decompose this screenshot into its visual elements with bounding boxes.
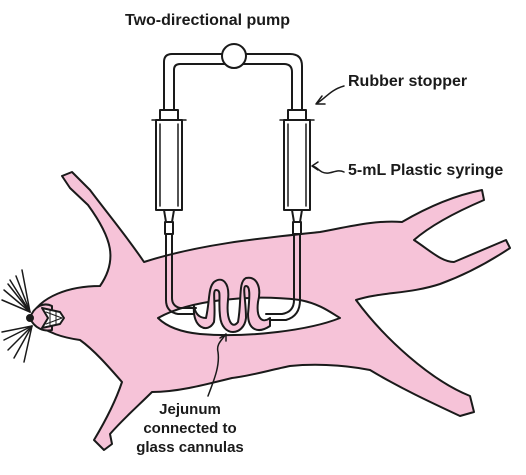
- left-syringe-tip: [164, 210, 174, 222]
- jejunum-label-line-3: glass cannulas: [130, 438, 250, 457]
- jejunum-label: Jejunum connected to glass cannulas: [130, 400, 250, 457]
- right-rubber-stopper: [288, 110, 306, 120]
- syringe-leader: [312, 162, 344, 173]
- jejunum-label-line-2: connected to: [130, 419, 250, 438]
- rat-nose: [27, 315, 33, 321]
- stopper-label: Rubber stopper: [348, 73, 467, 91]
- right-syringe-tip: [292, 210, 302, 222]
- left-rubber-stopper: [160, 110, 178, 120]
- jejunum-label-line-1: Jejunum: [130, 400, 250, 419]
- pump-label: Two-directional pump: [125, 12, 290, 30]
- stopper-leader: [316, 86, 344, 104]
- pump-tubing-inner: [174, 64, 292, 118]
- syringe-label: 5-mL Plastic syringe: [348, 162, 503, 180]
- two-directional-pump: [222, 44, 246, 68]
